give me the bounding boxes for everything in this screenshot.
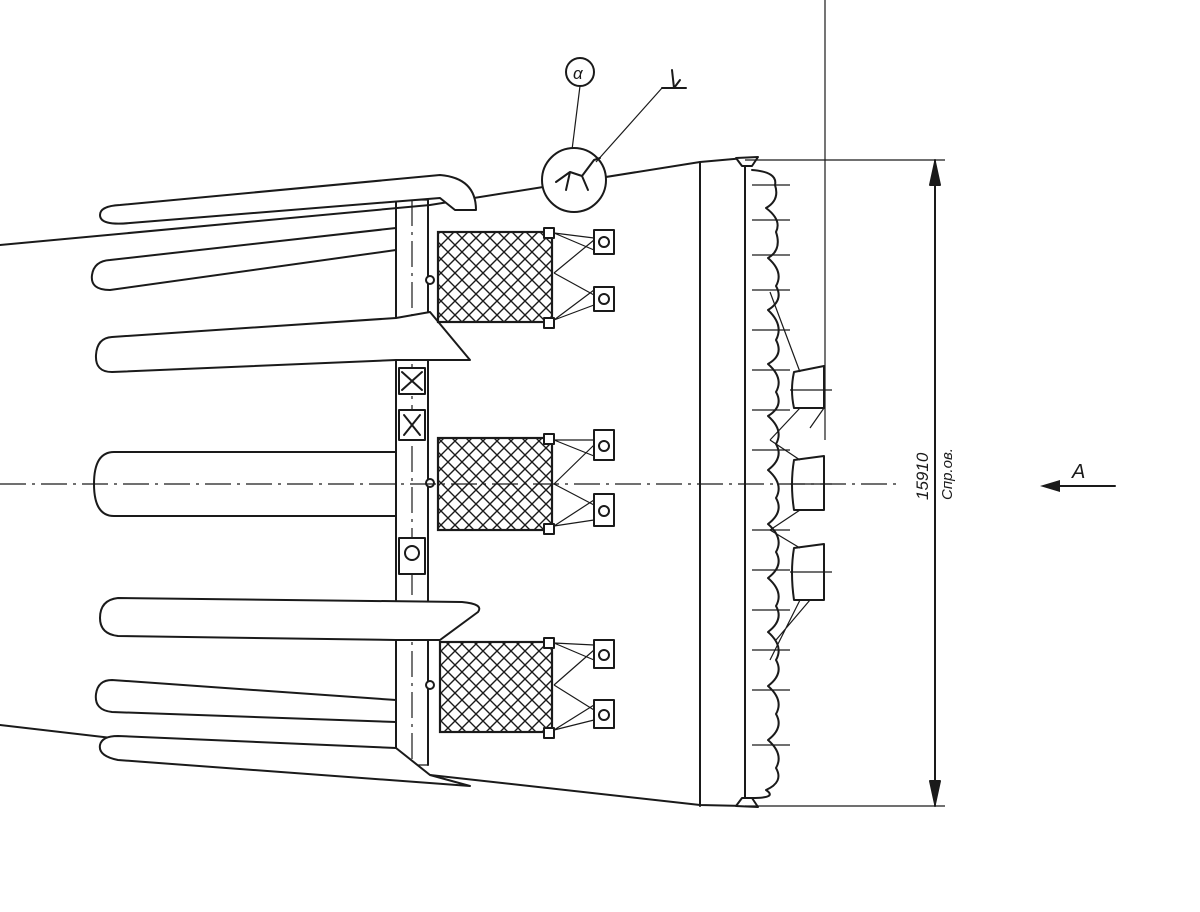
equipment-block-middle [436,429,615,535]
view-label: A [1071,461,1085,483]
stern-blocks [769,291,832,661]
detail-callout: α [541,57,687,213]
detail-marker: α [573,64,584,83]
transom-fenders [751,169,790,799]
dimension-value: 15910 [913,452,932,500]
exhaust-pipes [90,174,481,787]
equipment-block-upper [436,227,615,329]
central-spine [395,199,429,766]
beam-dimension: 15910 Спр.ов. [745,159,956,807]
dimension-note: Спр.ов. [939,448,956,500]
view-arrow-a: A [1040,461,1116,492]
spine-fittings [398,275,435,690]
equipment-block-lower [438,637,615,739]
